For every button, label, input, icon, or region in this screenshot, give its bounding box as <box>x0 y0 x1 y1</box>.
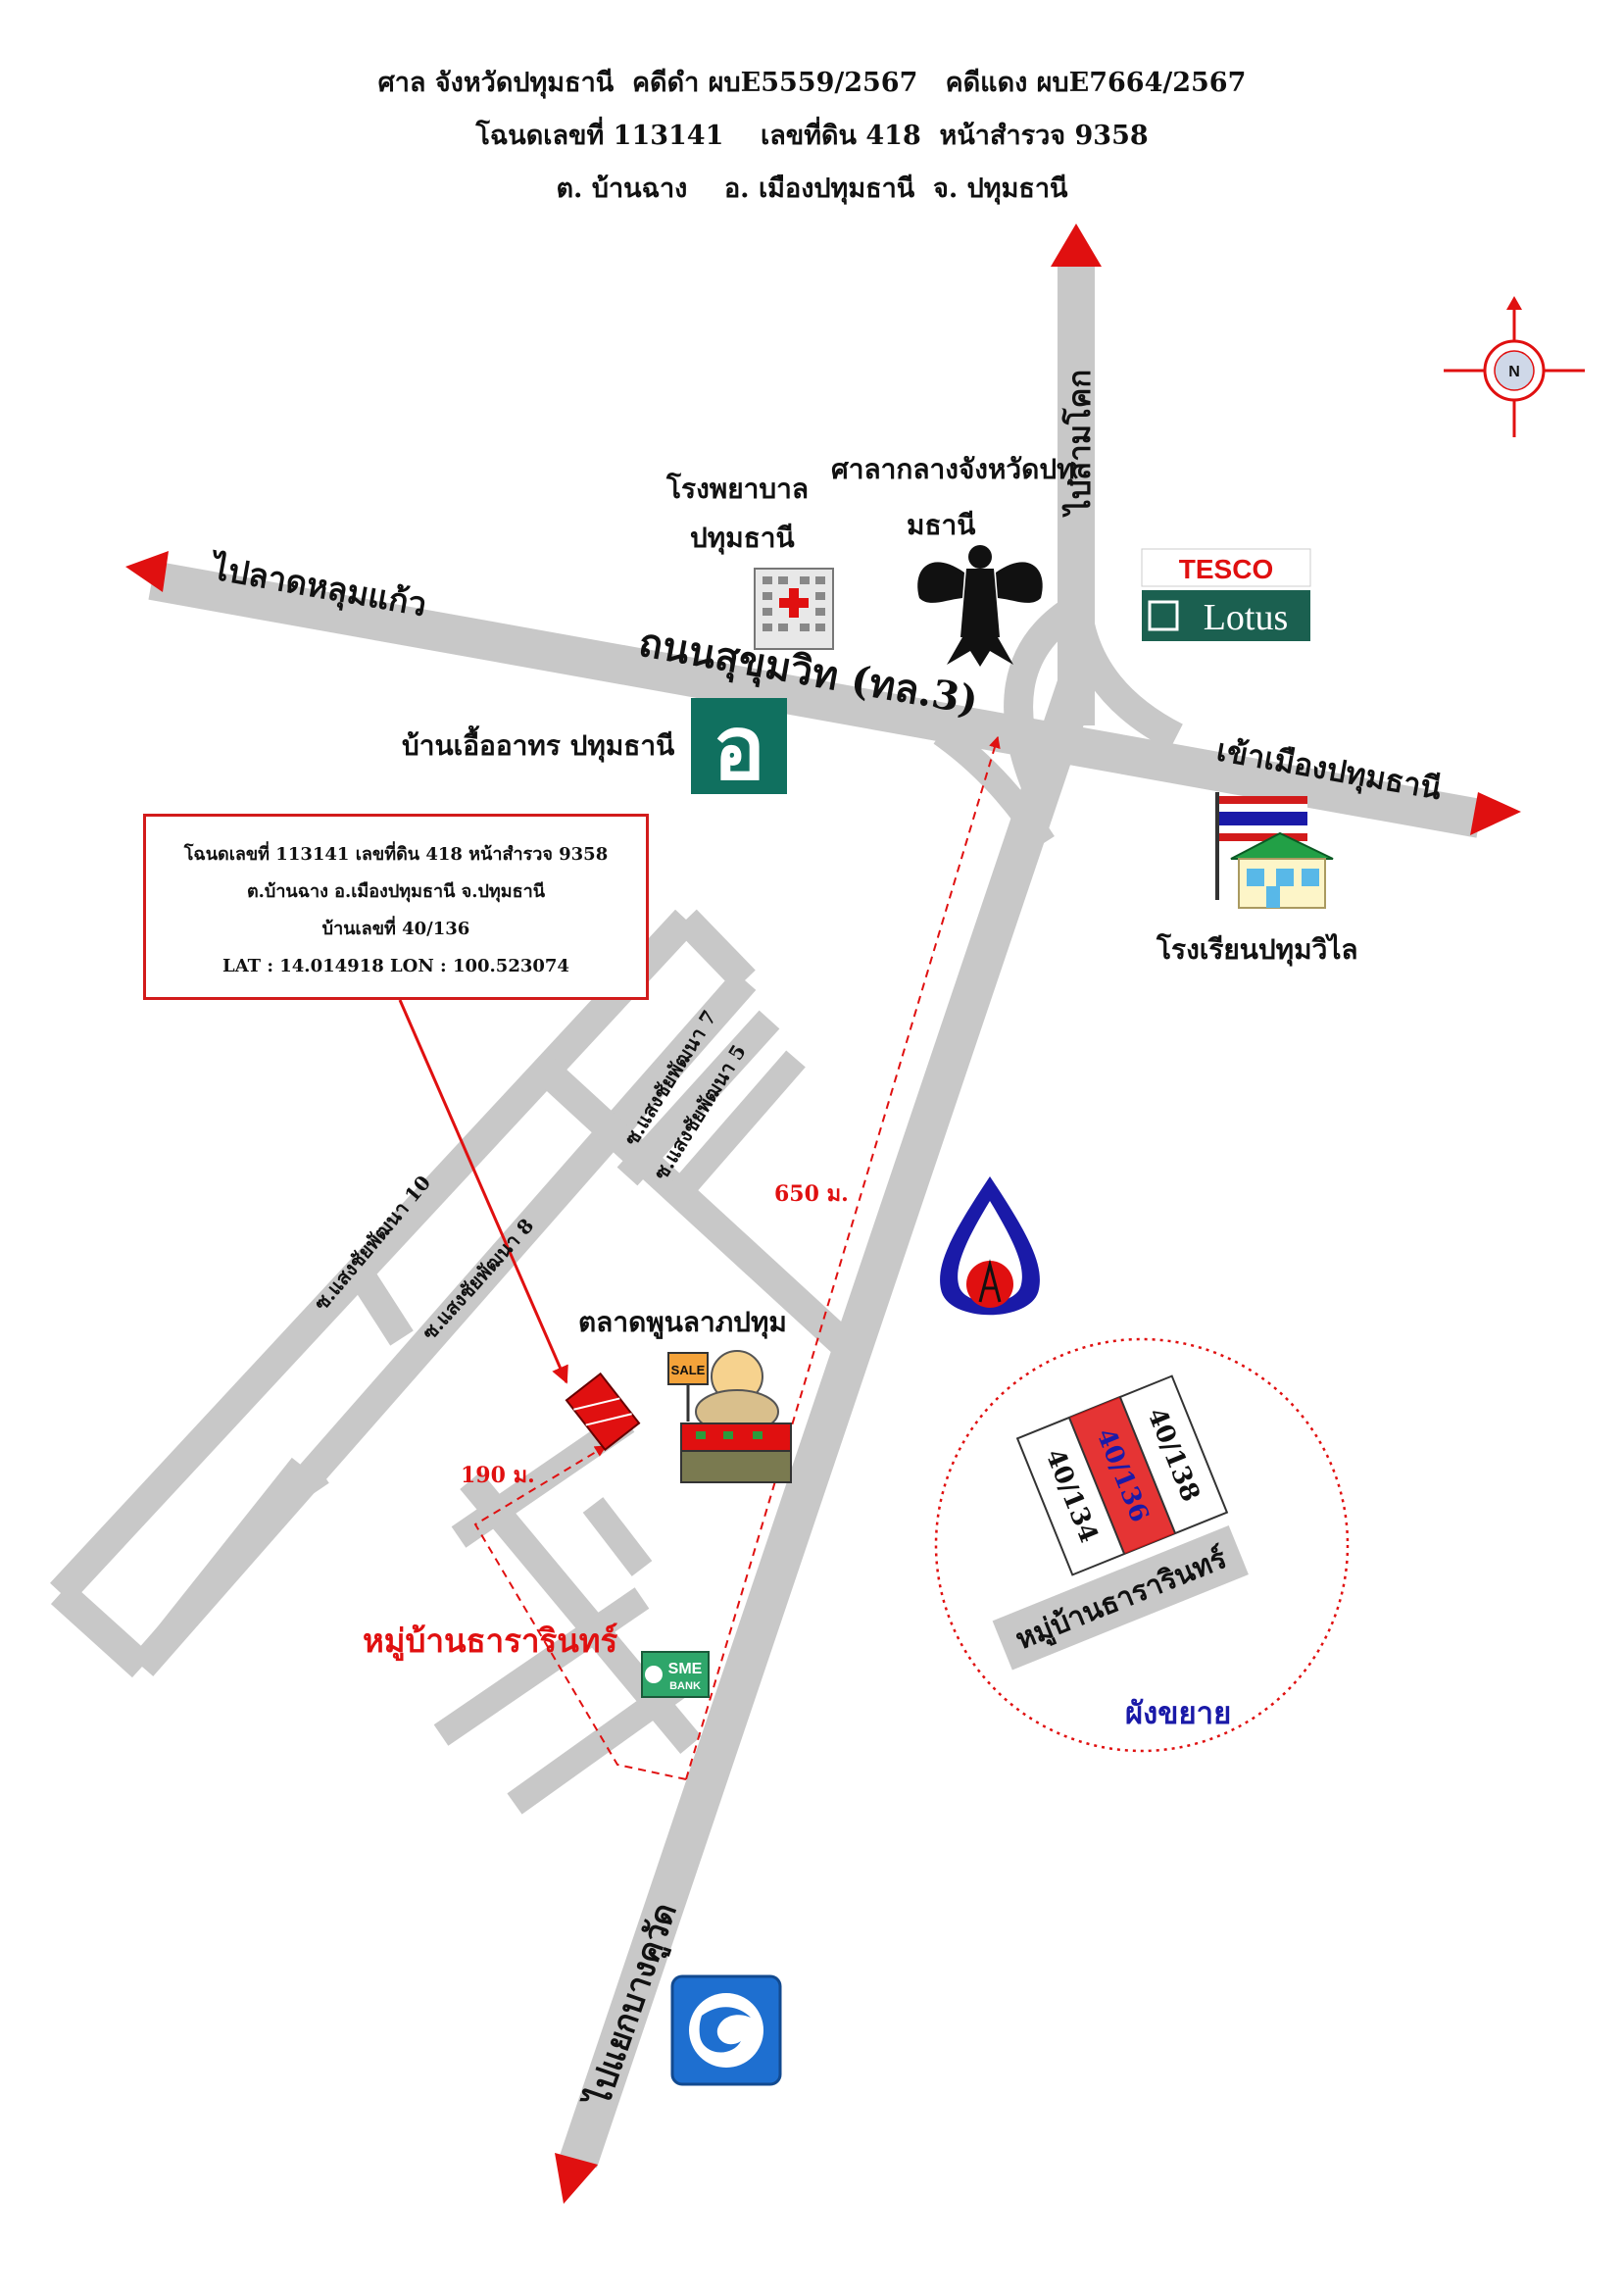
header-line-3: ต. บ้านฉาง อ. เมืองปทุมธานี จ. ปทุมธานี <box>556 174 1068 204</box>
inset-title: ผังขยาย <box>1125 1696 1231 1731</box>
eua-arthorn-logo-letter: อ <box>713 700 765 798</box>
arrow-east-icon <box>1470 792 1521 835</box>
inset-target-plot <box>1068 1396 1176 1555</box>
sale-sign-text: SALE <box>671 1363 706 1377</box>
school-icon <box>1215 792 1334 909</box>
label-distance-190m: 190 ม. <box>461 1463 535 1488</box>
infobox-line-2: ต.บ้านฉาง อ.เมืองปทุมธานี จ.ปทุมธานี <box>246 881 546 902</box>
ptt-icon <box>940 1176 1040 1316</box>
route-190m <box>473 1445 687 1780</box>
road-soi-5 <box>666 1050 806 1205</box>
label-distance-650m: 650 ม. <box>774 1181 849 1207</box>
infobox-line-3: บ้านเลขที่ 40/136 <box>321 919 470 939</box>
label-eua-arthorn: บ้านเอื้ออาทร ปทุมธานี <box>402 724 674 763</box>
arrow-south-icon <box>555 2153 598 2204</box>
label-to-bang-khu-wat: ไปแยกบางคูวัด <box>578 1898 686 2114</box>
road-village-3 <box>507 1671 694 1815</box>
road-sukhumvit <box>148 561 1484 838</box>
road-village-4 <box>582 1497 653 1576</box>
sale-sign: SALE <box>667 1352 709 1422</box>
road-soi-grid-4 <box>346 1262 414 1346</box>
label-city-hall-line2: มธานี <box>907 509 975 541</box>
road-interchange-loop-3 <box>933 723 1055 851</box>
road-soi-grid-5 <box>131 1457 313 1675</box>
road-network <box>50 257 1484 2169</box>
road-soi-grid-2 <box>50 1581 153 1678</box>
road-soi-grid-1 <box>675 909 756 991</box>
inset-expanded-plan: หมู่บ้านธารารินทร์ 40/134 40/136 40/138 … <box>934 1337 1350 1753</box>
label-hospital-line1: โรงพยาบาล <box>665 472 809 505</box>
hospital-icon <box>754 568 834 650</box>
route-650m <box>685 735 1001 1780</box>
label-school: โรงเรียนปทุมวิไล <box>1156 932 1358 967</box>
road-village-2 <box>433 1587 650 1746</box>
label-city-hall-line1: ศาลากลางจังหวัดปทุ <box>831 453 1075 486</box>
compass-rose: N <box>1444 296 1585 437</box>
eua-arthorn-logo: อ <box>691 698 787 798</box>
road-to-bang-khu-wat <box>560 679 1095 2169</box>
krungthai-bank-logo <box>670 1974 782 2086</box>
property-info-box: โฉนดเลขที่ 113141 เลขที่ดิน 418 หน้าสำรว… <box>143 814 649 1000</box>
road-soi-10 <box>50 909 697 1604</box>
inset-circle <box>934 1337 1350 1753</box>
label-market: ตลาดพูนลาภปทุม <box>578 1306 787 1339</box>
thai-flag-icon <box>1219 796 1307 841</box>
bank-logo-text: BANK <box>669 1680 701 1692</box>
infobox-pointer <box>398 999 568 1384</box>
label-to-sam-khok: ไปสามโคก <box>1061 370 1098 518</box>
direction-arrows <box>125 224 1521 2204</box>
inset-village-label: หมู่บ้านธารารินทร์ <box>1010 1541 1232 1657</box>
road-interchange-loop-2 <box>1004 595 1085 811</box>
header-line-1: ศาล จังหวัดปทุมธานี คดีดำ ผบE5559/2567 ค… <box>377 68 1247 98</box>
inset-plots: 40/134 40/136 40/138 <box>1015 1374 1229 1576</box>
arrow-north-icon <box>1051 224 1102 267</box>
road-soi-grid-3 <box>533 1057 854 1355</box>
header-line-2: โฉนดเลขที่ 113141 เลขที่ดิน 418 หน้าสำรว… <box>475 121 1149 151</box>
tesco-lotus-logo: TESCO Lotus <box>1141 548 1311 641</box>
route-dashed-lines <box>473 735 1001 1780</box>
market-icon: SALE <box>667 1350 792 1483</box>
sme-logo-text: SME <box>668 1661 703 1677</box>
target-plot <box>565 1372 641 1452</box>
road-soi-7 <box>616 1010 780 1186</box>
compass-north-letter: N <box>1508 364 1520 380</box>
sme-bank-logo: SME BANK <box>641 1651 710 1698</box>
road-soi-grid-6 <box>291 1458 329 1498</box>
label-hospital-line2: ปทุมธานี <box>690 522 795 555</box>
lotus-logo-text: Lotus <box>1204 597 1289 638</box>
infobox-line-4: LAT : 14.014918 LON : 100.523074 <box>222 956 569 976</box>
label-village: หมู่บ้านธารารินทร์ <box>363 1622 618 1662</box>
infobox-line-1: โฉนดเลขที่ 113141 เลขที่ดิน 418 หน้าสำรว… <box>183 844 609 865</box>
arrow-west-icon <box>125 551 169 592</box>
garuda-icon <box>917 545 1043 667</box>
tesco-logo-text: TESCO <box>1179 554 1273 584</box>
